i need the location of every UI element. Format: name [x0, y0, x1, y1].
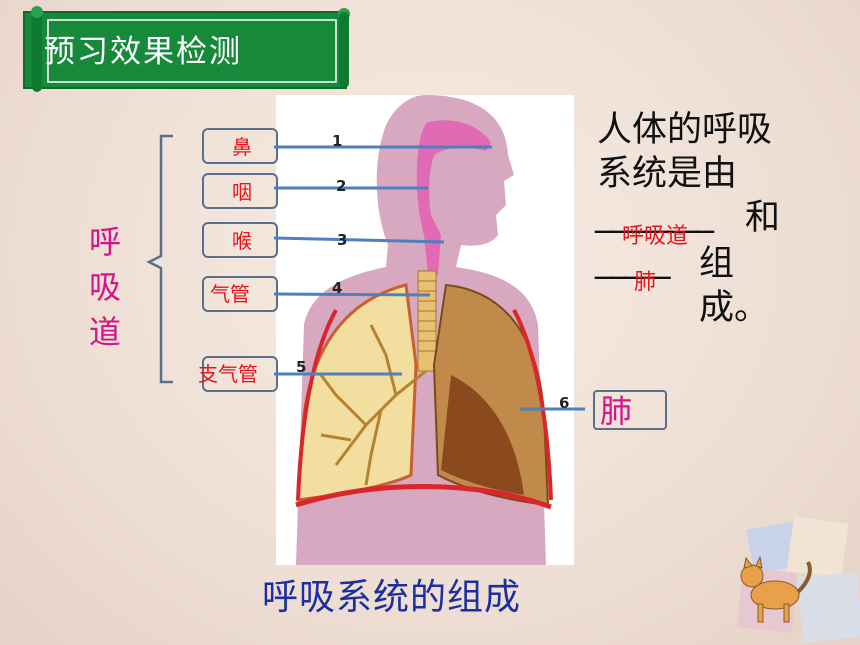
- answer-box-lung[interactable]: [593, 390, 667, 430]
- number-6: 6: [559, 394, 570, 412]
- statement-end: 组成。: [699, 244, 770, 328]
- banner-title: 预习效果检测: [44, 34, 242, 70]
- slide-caption: 呼吸系统的组成: [262, 577, 522, 618]
- label-larynx: 喉: [232, 229, 252, 253]
- number-5: 5: [296, 358, 307, 376]
- answer-box-pharynx[interactable]: [202, 173, 278, 209]
- statement-text: 人体的呼吸 系统是由 ________ 和 _____ 组成。: [595, 110, 781, 328]
- statement-line1: 人体的呼吸: [597, 110, 773, 150]
- blank-answer-2[interactable]: 肺: [634, 270, 657, 295]
- respiratory-system-illustration: [276, 95, 574, 565]
- respiratory-tract-bracket: [146, 134, 173, 384]
- decorative-cat-patch: [737, 516, 860, 643]
- respiratory-tract-label: 呼吸道: [88, 223, 121, 351]
- label-nose: 鼻: [232, 135, 252, 159]
- statement-conj: 和: [745, 198, 781, 238]
- number-3: 3: [337, 231, 348, 249]
- label-trachea: 气管: [210, 282, 250, 306]
- blank-answer-1[interactable]: 呼吸道: [622, 224, 689, 249]
- answer-box-larynx[interactable]: [202, 222, 278, 258]
- statement-line2: 系统是由: [597, 154, 738, 194]
- number-2: 2: [336, 177, 347, 195]
- label-pharynx: 咽: [232, 180, 252, 204]
- number-4: 4: [332, 279, 343, 297]
- label-bronchus: 支气管: [198, 362, 258, 386]
- title-banner: [23, 6, 350, 92]
- label-lung: 肺: [600, 392, 633, 430]
- number-1: 1: [332, 132, 343, 150]
